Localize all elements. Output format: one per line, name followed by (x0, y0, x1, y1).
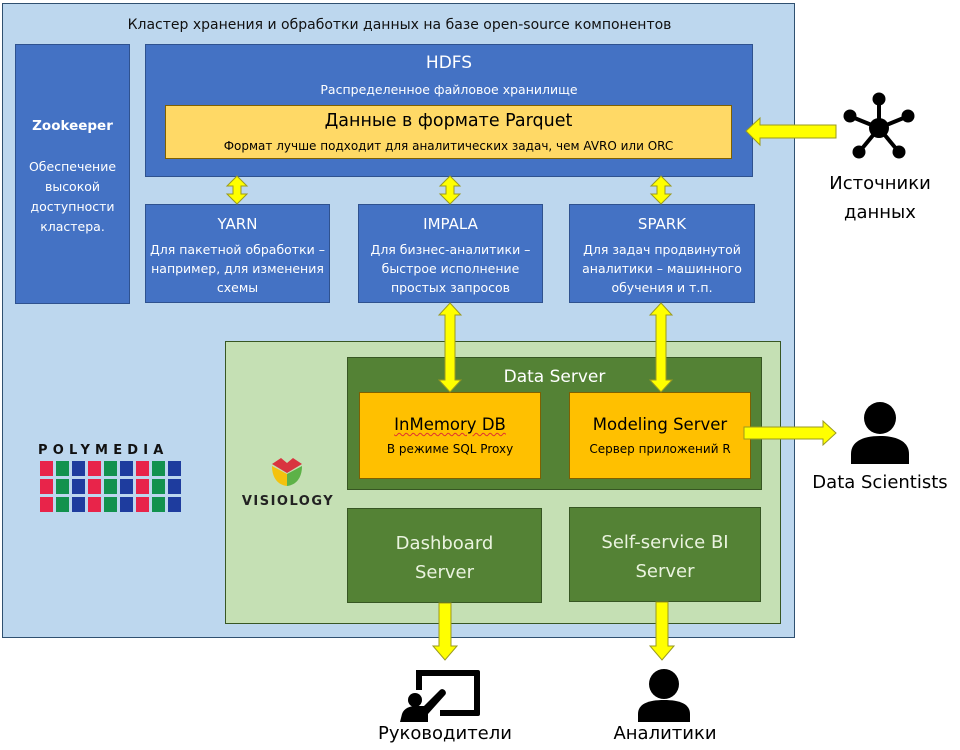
polymedia-logo-cell (40, 479, 53, 494)
modeling-server-subtitle: Сервер приложений R (589, 442, 731, 456)
polymedia-logo-cell (168, 497, 181, 512)
polymedia-logo-cell (168, 461, 181, 476)
zookeeper-description: Обеспечение высокой доступности кластера… (28, 159, 117, 234)
managers-label: Руководители (378, 723, 512, 744)
cluster-title: Кластер хранения и обработки данных на б… (127, 17, 672, 33)
selfservice-bi-server-title-line1: Self-service BI (601, 532, 729, 553)
polymedia-logo-cell (120, 497, 133, 512)
yarn-title: YARN (217, 215, 258, 233)
polymedia-logo-cell (104, 497, 117, 512)
selfservice-bi-server-title-line2: Server (635, 561, 695, 582)
polymedia-logo-cell (40, 461, 53, 476)
data-sources-label-line2: данных (844, 202, 916, 223)
spark-description: Для задач продвинутой аналитики – машинн… (582, 242, 742, 295)
dashboard-server-title-line1: Dashboard (395, 533, 494, 554)
modeling-server-box: Modeling Server Сервер приложений R (569, 392, 751, 479)
polymedia-logo-cell (120, 461, 133, 476)
impala-title: IMPALA (423, 215, 478, 233)
polymedia-logo-cell (152, 497, 165, 512)
zookeeper-box: Zookeeper Обеспечение высокой доступност… (15, 44, 130, 304)
polymedia-logo-cell (40, 497, 53, 512)
selfservice-bi-server-box: Self-service BI Server (569, 507, 761, 602)
polymedia-logo-cell (56, 497, 69, 512)
yarn-box: YARN Для пакетной обработки – например, … (145, 204, 330, 303)
visiology-logo-text: VISIOLOGY (241, 494, 335, 509)
dashboard-server-title-line2: Server (414, 562, 475, 583)
modeling-server-title: Modeling Server (592, 415, 728, 434)
inmemory-db-title: InMemory DB (360, 415, 540, 434)
polymedia-logo-cell (72, 461, 85, 476)
polymedia-logo-cell (88, 497, 101, 512)
yarn-description: Для пакетной обработки – например, для и… (149, 242, 325, 295)
polymedia-logo-cell (104, 461, 117, 476)
spark-box: SPARK Для задач продвинутой аналитики – … (569, 204, 755, 303)
sources-parquet-arrow (745, 116, 837, 147)
polymedia-logo-grid (40, 461, 181, 512)
polymedia-logo-cell (88, 479, 101, 494)
dashboard-managers-arrow (431, 602, 459, 661)
polymedia-logo-cell (104, 479, 117, 494)
presenter-board-icon (400, 670, 480, 722)
inmemory-db-box: InMemory DB В режиме SQL Proxy (359, 392, 541, 479)
selfservice-analysts-arrow (648, 601, 676, 661)
polymedia-logo-cell (136, 479, 149, 494)
selfservice-bi-server-title: Self-service BI Server (570, 528, 760, 586)
impala-box: IMPALA Для бизнес-аналитики – быстрое ис… (358, 204, 543, 303)
spark-modeling-arrow (648, 302, 674, 393)
polymedia-logo-cell (120, 479, 133, 494)
hdfs-subtitle: Распределенное файловое хранилище (320, 82, 578, 97)
polymedia-logo-cell (72, 479, 85, 494)
dashboard-server-title: Dashboard Server (348, 529, 541, 587)
parquet-subtitle: Формат лучше подходит для аналитических … (223, 139, 674, 153)
polymedia-logo-cell (136, 497, 149, 512)
spark-title: SPARK (637, 215, 687, 233)
analysts-label: Аналитики (613, 723, 717, 744)
impala-inmemory-arrow (437, 302, 463, 393)
data-scientist-person-icon (851, 402, 909, 464)
polymedia-logo-cell (152, 461, 165, 476)
polymedia-logo-cell (56, 479, 69, 494)
parquet-box: Данные в формате Parquet Формат лучше по… (165, 105, 732, 159)
analyst-person-icon (638, 669, 690, 722)
data-server-title: Data Server (503, 367, 606, 387)
polymedia-logo-cell (88, 461, 101, 476)
zookeeper-title: Zookeeper (32, 118, 113, 134)
modeling-datascientists-arrow (743, 419, 837, 447)
data-scientists-label: Data Scientists (812, 472, 948, 493)
hdfs-yarn-arrow (225, 175, 249, 205)
data-sources-label: Источники данных (810, 169, 950, 227)
inmemory-db-title-text: InMemory DB (394, 415, 506, 434)
polymedia-logo-cell (152, 479, 165, 494)
impala-description: Для бизнес-аналитики – быстрое исполнени… (370, 242, 531, 295)
hdfs-impala-arrow (438, 175, 462, 205)
hdfs-title: HDFS (425, 53, 473, 73)
polymedia-logo-text: POLYMEDIA (38, 443, 169, 458)
data-sources-label-line1: Источники (829, 173, 931, 194)
polymedia-logo-cell (168, 479, 181, 494)
network-hub-icon (843, 92, 915, 159)
polymedia-logo-cell (72, 497, 85, 512)
inmemory-db-subtitle: В режиме SQL Proxy (386, 442, 514, 456)
parquet-title: Данные в формате Parquet (324, 111, 573, 131)
polymedia-logo-cell (136, 461, 149, 476)
polymedia-logo-cell (56, 461, 69, 476)
hdfs-spark-arrow (649, 175, 673, 205)
